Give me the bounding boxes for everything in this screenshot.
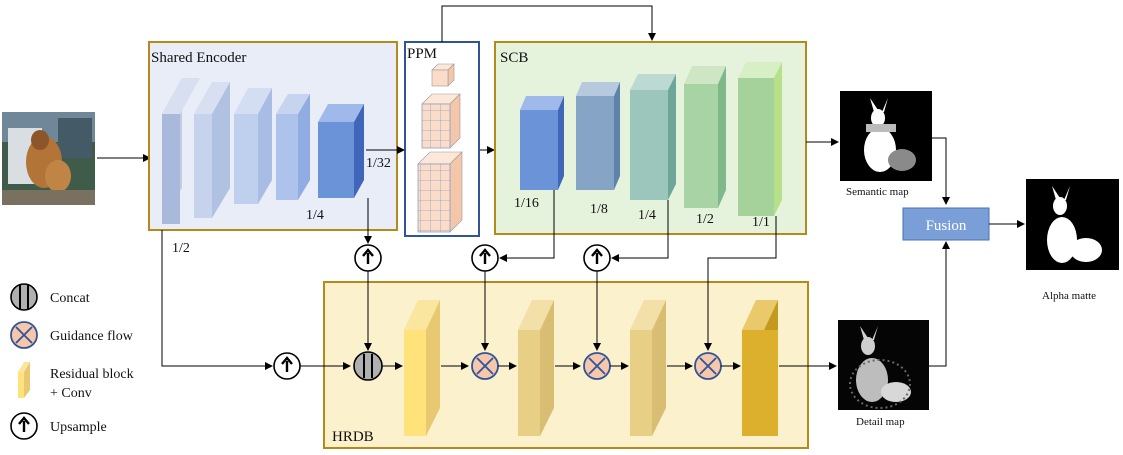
guidance-node-3 (694, 352, 722, 380)
legend-concat-icon (10, 283, 38, 311)
semantic-to-fusion-arrow (932, 137, 950, 205)
scb-16-label: 1/16 (514, 196, 539, 211)
residual-block-1 (404, 300, 440, 436)
enc-half-path (161, 230, 273, 370)
upsample-node-1 (471, 244, 499, 272)
top-skip-arrow (441, 5, 656, 42)
legend: Concat Guidance flow Residual block + Co… (10, 283, 134, 440)
semantic-map-label: Semantic map (846, 186, 909, 198)
scb4-to-up-arrow (611, 200, 669, 262)
legend-residual-icon (18, 362, 30, 398)
legend-upsample-icon (10, 412, 38, 440)
guidance-node-2 (583, 352, 611, 380)
detail-to-fusion-arrow (929, 241, 950, 367)
legend-residual-label-2: + Conv (50, 386, 92, 401)
alpha-matte-image (1026, 179, 1119, 270)
encoder-blocks (162, 78, 364, 224)
upsample-node-enc (354, 244, 382, 272)
legend-concat-label: Concat (50, 291, 90, 306)
residual-block-3 (630, 300, 666, 436)
encoder-half-label: 1/2 (172, 241, 190, 256)
guidance-node-1 (471, 352, 499, 380)
shared-encoder-title: Shared Encoder (151, 50, 246, 66)
alpha-matte-label: Alpha matte (1042, 290, 1096, 302)
scb-2-label: 1/2 (696, 212, 714, 227)
scb-8-label: 1/8 (590, 202, 608, 217)
hrdb-box (323, 281, 809, 449)
scb16-to-up-arrow (499, 190, 555, 262)
fusion-label: Fusion (926, 218, 967, 234)
scb-1-label: 1/1 (752, 215, 770, 230)
concat-node (353, 351, 383, 381)
residual-block-4 (742, 300, 778, 436)
residual-block-2 (518, 300, 554, 436)
scb1-to-g3-arrow (704, 216, 777, 351)
ppm-pyramid (417, 63, 463, 233)
scb-4-label: 1/4 (638, 208, 656, 223)
hrdb-title: HRDB (332, 429, 374, 445)
detail-map-label: Detail map (856, 416, 905, 428)
input-image (2, 112, 95, 205)
fusion-box (902, 207, 990, 241)
encoder-quarter-label: 1/4 (306, 208, 324, 223)
ppm-title: PPM (407, 46, 437, 62)
scb-blocks (520, 62, 782, 216)
legend-guidance-icon (10, 321, 38, 349)
legend-upsample-label: Upsample (50, 420, 107, 435)
legend-residual-label-1: Residual block (50, 367, 134, 382)
detail-map-image (838, 320, 929, 410)
upsample-node-2 (583, 244, 611, 272)
semantic-map-image (840, 91, 932, 181)
legend-guidance-label: Guidance flow (50, 329, 134, 344)
encoder-32-label: 1/32 (366, 156, 391, 171)
upsample-node-left (273, 352, 301, 380)
scb-title: SCB (500, 50, 528, 66)
